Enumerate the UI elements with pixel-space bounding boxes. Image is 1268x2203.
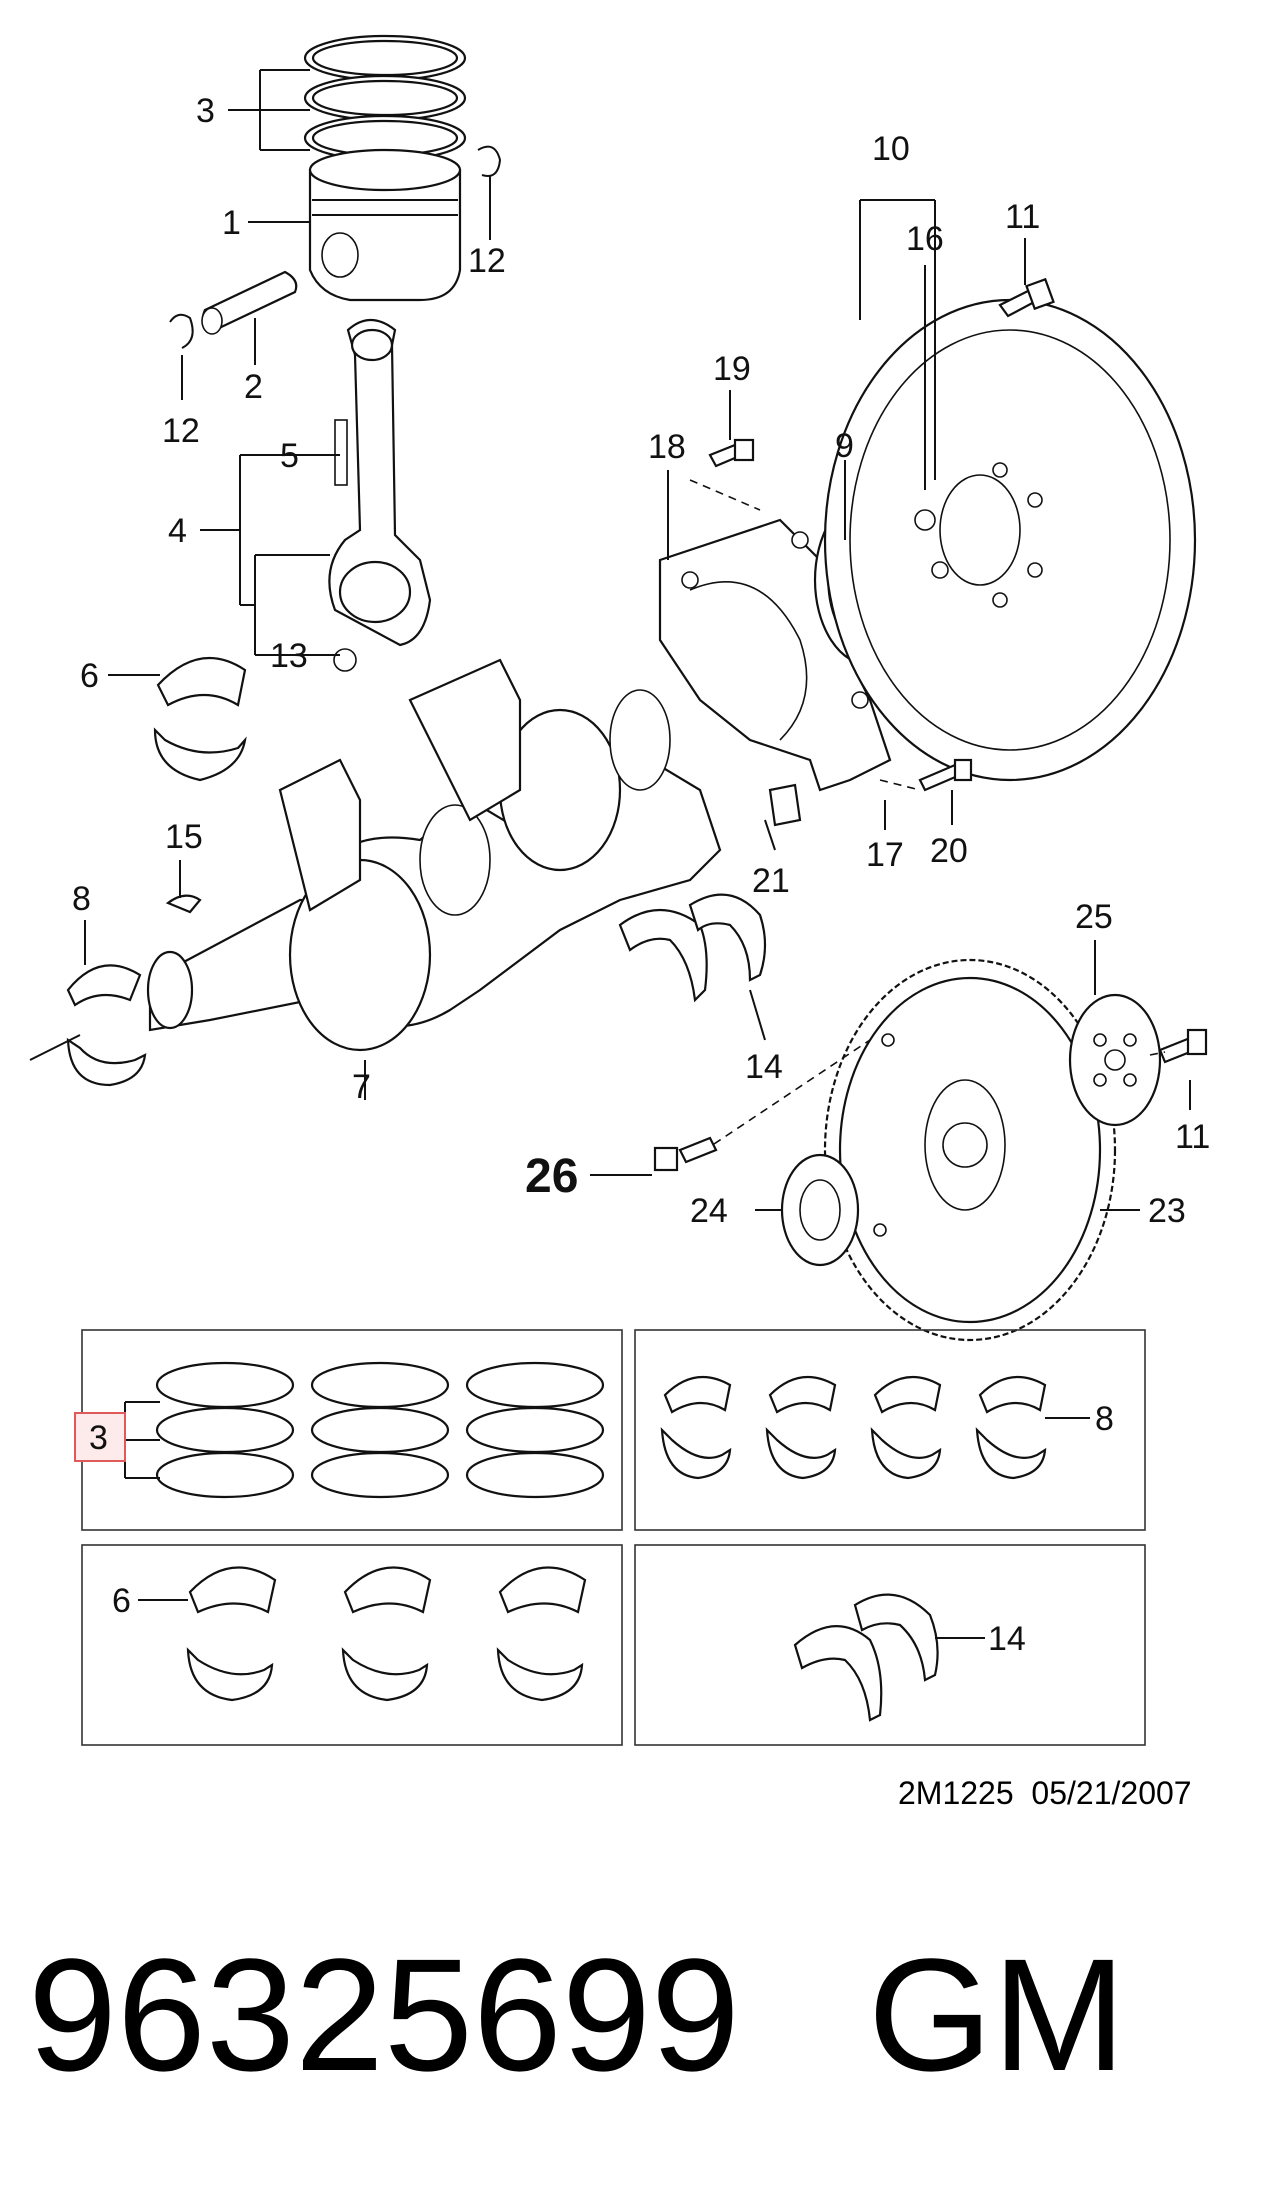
callout-12-left: 12 [162,412,200,450]
rear-oil-seal-housing [658,518,892,792]
callout-24: 24 [690,1192,728,1230]
housing-bolt-lower [918,758,973,792]
callout-4: 4 [168,512,187,550]
rod-bearing-set [186,1566,587,1702]
flywheel [823,298,1197,782]
main-bearing-left [29,964,147,1087]
callout-20: 20 [930,832,968,870]
drive-plate-bolt-right [1158,1028,1208,1064]
callout-18: 18 [648,428,686,466]
callout-3: 3 [196,92,215,130]
callout-7: 7 [352,1068,371,1106]
flywheel-bolt-top [998,277,1055,318]
kit-box-main-bearings [634,1329,1146,1531]
ring-set-2 [310,1361,450,1499]
thrust-washer-set [793,1593,939,1722]
kit-rings-label: 3 [89,1419,108,1457]
woodruff-key [165,894,202,914]
callout-23: 23 [1148,1192,1186,1230]
piston-rings-top [303,34,467,162]
dowel-pin [768,783,802,827]
reinforcement-plate [780,1153,860,1267]
kit-rod-bearings-label: 6 [112,1582,131,1620]
callout-8: 8 [72,880,91,918]
callout-12-right: 12 [468,242,506,280]
callout-16: 16 [906,220,944,258]
kit-thrust-label: 14 [988,1620,1026,1658]
rod-bearing-upper [153,656,247,782]
snap-ring-left [169,313,194,349]
callout-15: 15 [165,818,203,856]
ring-set-3 [465,1361,605,1499]
callout-19: 19 [713,350,751,388]
kit-box-thrust-washers [634,1544,1146,1746]
snap-ring-right [477,145,502,177]
seal-housing-bolt [708,438,755,468]
callout-25: 25 [1075,898,1113,936]
kit-main-bearings-label: 8 [1095,1400,1114,1438]
brand-name: GM [868,1925,1126,2104]
callout-5: 5 [280,437,299,475]
callout-9: 9 [835,427,854,465]
callout-11-bottom: 11 [1175,1118,1210,1156]
drive-plate-ring-gear [823,958,1117,1342]
callout-6: 6 [80,657,99,695]
callout-21: 21 [752,862,790,900]
thrust-washers [618,893,767,1003]
piston-pin [201,270,298,335]
callout-17: 17 [866,836,904,874]
callout-11-top: 11 [1005,198,1040,236]
main-bearing-set [660,1375,1047,1480]
callout-14-top: 14 [745,1048,783,1086]
leader-lines [84,69,1191,1211]
callout-1: 1 [222,204,241,242]
callout-10: 10 [872,130,910,168]
crankshaft [146,658,722,1052]
piston [308,148,462,302]
drawing-code: 2M1225 05/21/2007 [898,1775,1192,1811]
kit-box-rod-bearings [81,1544,623,1746]
part-number: 96325699 [28,1925,740,2104]
callout-26: 26 [525,1150,578,1203]
callout-2: 2 [244,368,263,406]
callout-13: 13 [270,637,308,675]
drive-plate-bolt-left [653,1136,718,1172]
ring-set-1 [155,1361,295,1499]
connecting-rod [328,318,432,672]
drive-plate-spacer [1068,993,1162,1127]
rings-label-highlight [74,1412,126,1462]
